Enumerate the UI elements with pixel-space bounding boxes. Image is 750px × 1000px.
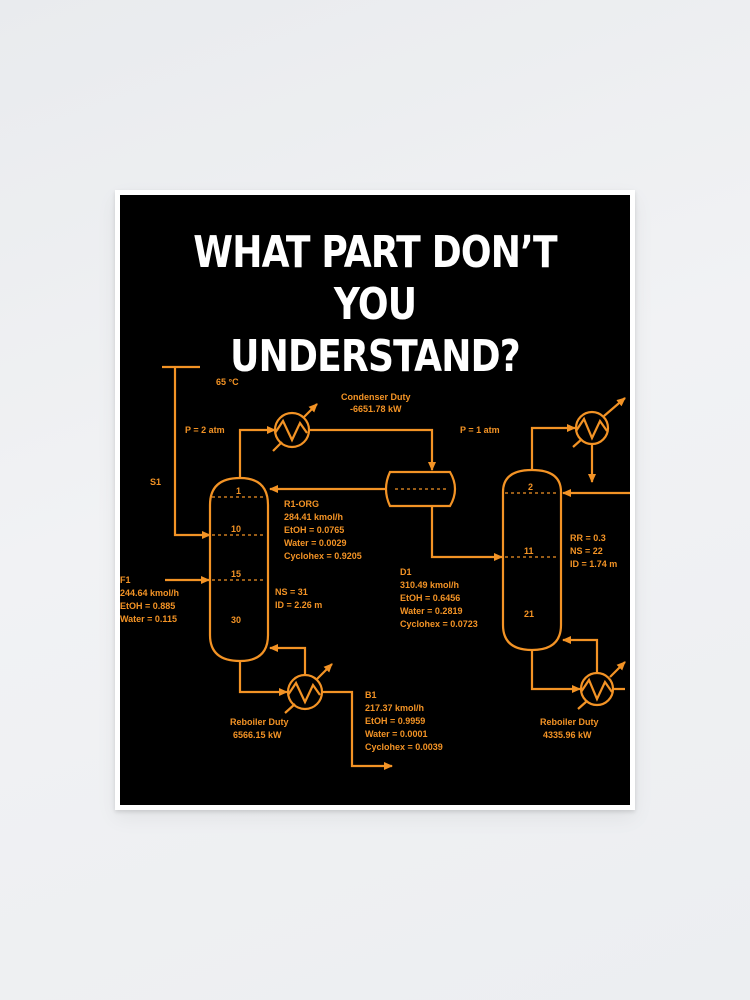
column-1-id: ID = 2.26 m	[275, 600, 322, 610]
r1-org-flow: 284.41 kmol/h	[284, 512, 343, 522]
distillate-d1-name: D1	[400, 567, 412, 577]
bottoms-b1-water: Water = 0.0001	[365, 729, 427, 739]
column-2-stage-11: 11	[524, 546, 534, 556]
column-1-ns: NS = 31	[275, 587, 308, 597]
bottoms-b1-etoh: EtOH = 0.9959	[365, 716, 425, 726]
stream-d1-line	[430, 506, 503, 561]
distillate-d1-water: Water = 0.2819	[400, 606, 462, 616]
reboiler-2-duty-title: Reboiler Duty	[540, 717, 599, 727]
feed-f1-flow: 244.64 kmol/h	[120, 588, 179, 598]
distillate-d1-cyclohex: Cyclohex = 0.0723	[400, 619, 478, 629]
column-2-ns: NS = 22	[570, 546, 603, 556]
feed-f1-name: F1	[120, 575, 131, 585]
poster: WHAT PART DON’T YOU UNDERSTAND?	[115, 190, 635, 810]
headline-line-2: UNDERSTAND?	[230, 331, 520, 382]
bottoms-b1-name: B1	[365, 690, 377, 700]
column-1-pressure-label: P = 2 atm	[185, 425, 225, 435]
distillate-d1-etoh: EtOH = 0.6456	[400, 593, 460, 603]
column-2-rr: RR = 0.3	[570, 533, 606, 543]
condenser-1-outlet-line	[309, 428, 436, 471]
column-2-stage-21: 21	[524, 609, 534, 619]
column-1-stage-10: 10	[231, 524, 241, 534]
decanter	[384, 470, 457, 508]
column-2-overhead-line	[530, 424, 576, 470]
bottoms-b1-flow: 217.37 kmol/h	[365, 703, 424, 713]
r1-org-etoh: EtOH = 0.0765	[284, 525, 344, 535]
column-2	[501, 468, 563, 652]
column-2-pressure-label: P = 1 atm	[460, 425, 500, 435]
stream-b1-line	[322, 690, 393, 770]
feed-f1-etoh: EtOH = 0.885	[120, 601, 175, 611]
column-2-trays	[505, 492, 559, 558]
reboiler-1-icon	[284, 663, 333, 714]
feed-f1-water: Water = 0.115	[120, 614, 177, 624]
condenser-1-icon	[272, 403, 318, 452]
column-1-stage-15: 15	[231, 569, 241, 579]
poster-artwork: WHAT PART DON’T YOU UNDERSTAND?	[120, 195, 630, 805]
r1-org-cyclohex: Cyclohex = 0.9205	[284, 551, 362, 561]
reboiler-1-duty-value: 6566.15 kW	[233, 730, 282, 740]
column-1-stage-1: 1	[236, 486, 241, 496]
condenser-duty-value: -6651.78 kW	[350, 404, 402, 414]
column-1-overhead-line	[238, 426, 276, 478]
reboiler-2-duty-value: 4335.96 kW	[543, 730, 592, 740]
reboiler-2-return-line	[563, 640, 625, 691]
column-2-bottoms-line	[530, 650, 581, 693]
column-1-bottoms-line	[238, 661, 288, 696]
r1-org-water: Water = 0.0029	[284, 538, 346, 548]
column-1-trays	[212, 496, 266, 581]
column-2-stage-2: 2	[528, 482, 533, 492]
headline-line-1: WHAT PART DON’T YOU	[193, 227, 557, 330]
column-1	[208, 476, 270, 663]
stream-s1-label: S1	[150, 477, 161, 487]
stream-s1-line	[162, 365, 211, 539]
reboiler-1-duty-title: Reboiler Duty	[230, 717, 289, 727]
bottoms-b1-cyclohex: Cyclohex = 0.0039	[365, 742, 443, 752]
column-1-stage-30: 30	[231, 615, 241, 625]
r1-org-name: R1-ORG	[284, 499, 319, 509]
temperature-label: 65 °C	[216, 377, 239, 387]
process-flow-diagram: 65 °C S1 P = 2 atm Condenser Duty -6651.…	[120, 365, 630, 770]
reboiler-2-icon	[577, 661, 626, 710]
column-2-id: ID = 1.74 m	[570, 559, 617, 569]
distillate-d1-flow: 310.49 kmol/h	[400, 580, 459, 590]
condenser-duty-title: Condenser Duty	[341, 392, 411, 402]
reboiler-1-return-line	[269, 644, 307, 675]
condenser-2-icon	[572, 397, 626, 448]
headline: WHAT PART DON’T YOU UNDERSTAND?	[166, 227, 584, 383]
